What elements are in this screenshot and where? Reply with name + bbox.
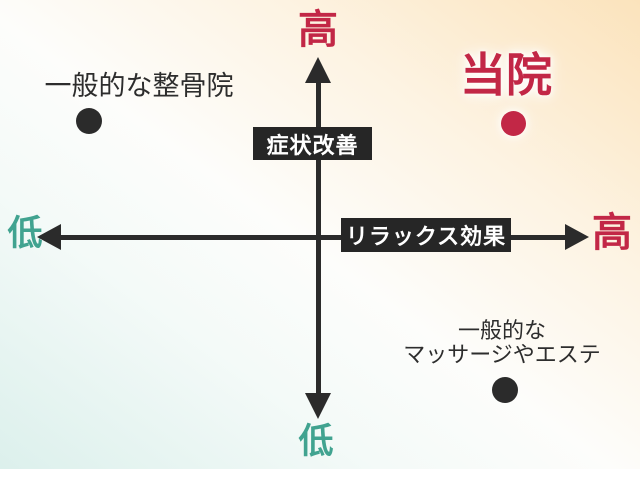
horizontal-axis-line [52,235,568,240]
arrowhead-up-icon [305,57,331,83]
point-label-massage-esthe-line1: 一般的な [457,318,546,343]
x-axis-name-box: リラックス効果 [341,218,511,252]
arrowhead-right-icon [565,224,589,250]
point-label-general-clinic: 一般的な整骨院 [44,71,234,101]
point-label-our-clinic: 当院 [460,50,552,101]
x-axis-low-label: 低 [7,214,43,253]
point-dot-massage-esthe [492,377,518,403]
y-axis-high-label: 高 [298,8,338,52]
y-axis-name-box: 症状改善 [253,127,372,160]
arrowhead-left-icon [37,224,61,250]
point-label-massage-esthe: 一般的な マッサージやエステ [402,319,602,367]
y-axis-low-label: 低 [298,422,334,461]
point-label-massage-esthe-line2: マッサージやエステ [403,342,601,367]
x-axis-high-label: 高 [592,211,632,255]
point-dot-general-clinic [76,108,102,134]
arrowhead-down-icon [305,393,331,419]
point-dot-our-clinic [501,111,526,136]
